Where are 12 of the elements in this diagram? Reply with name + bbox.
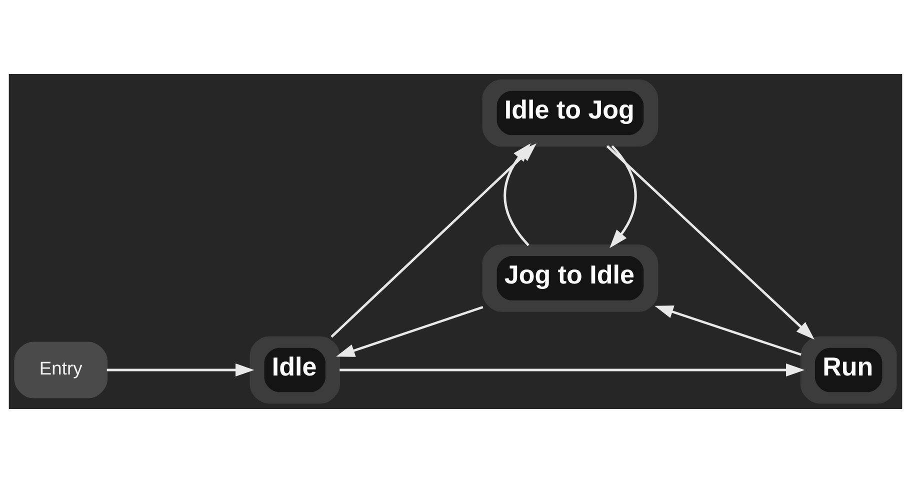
arrow xyxy=(654,306,802,356)
node-box: Idle xyxy=(250,336,340,404)
arrow xyxy=(336,306,484,357)
arrow xyxy=(606,145,815,340)
node-box: Jog to Idle xyxy=(482,244,658,312)
node-box: Idle to Jog xyxy=(482,79,658,147)
arrow xyxy=(106,363,254,377)
arrow xyxy=(610,145,637,248)
arrow xyxy=(340,363,805,377)
node-box: Run xyxy=(800,336,897,404)
node-box: Entry xyxy=(14,342,108,398)
arrow xyxy=(504,143,531,246)
